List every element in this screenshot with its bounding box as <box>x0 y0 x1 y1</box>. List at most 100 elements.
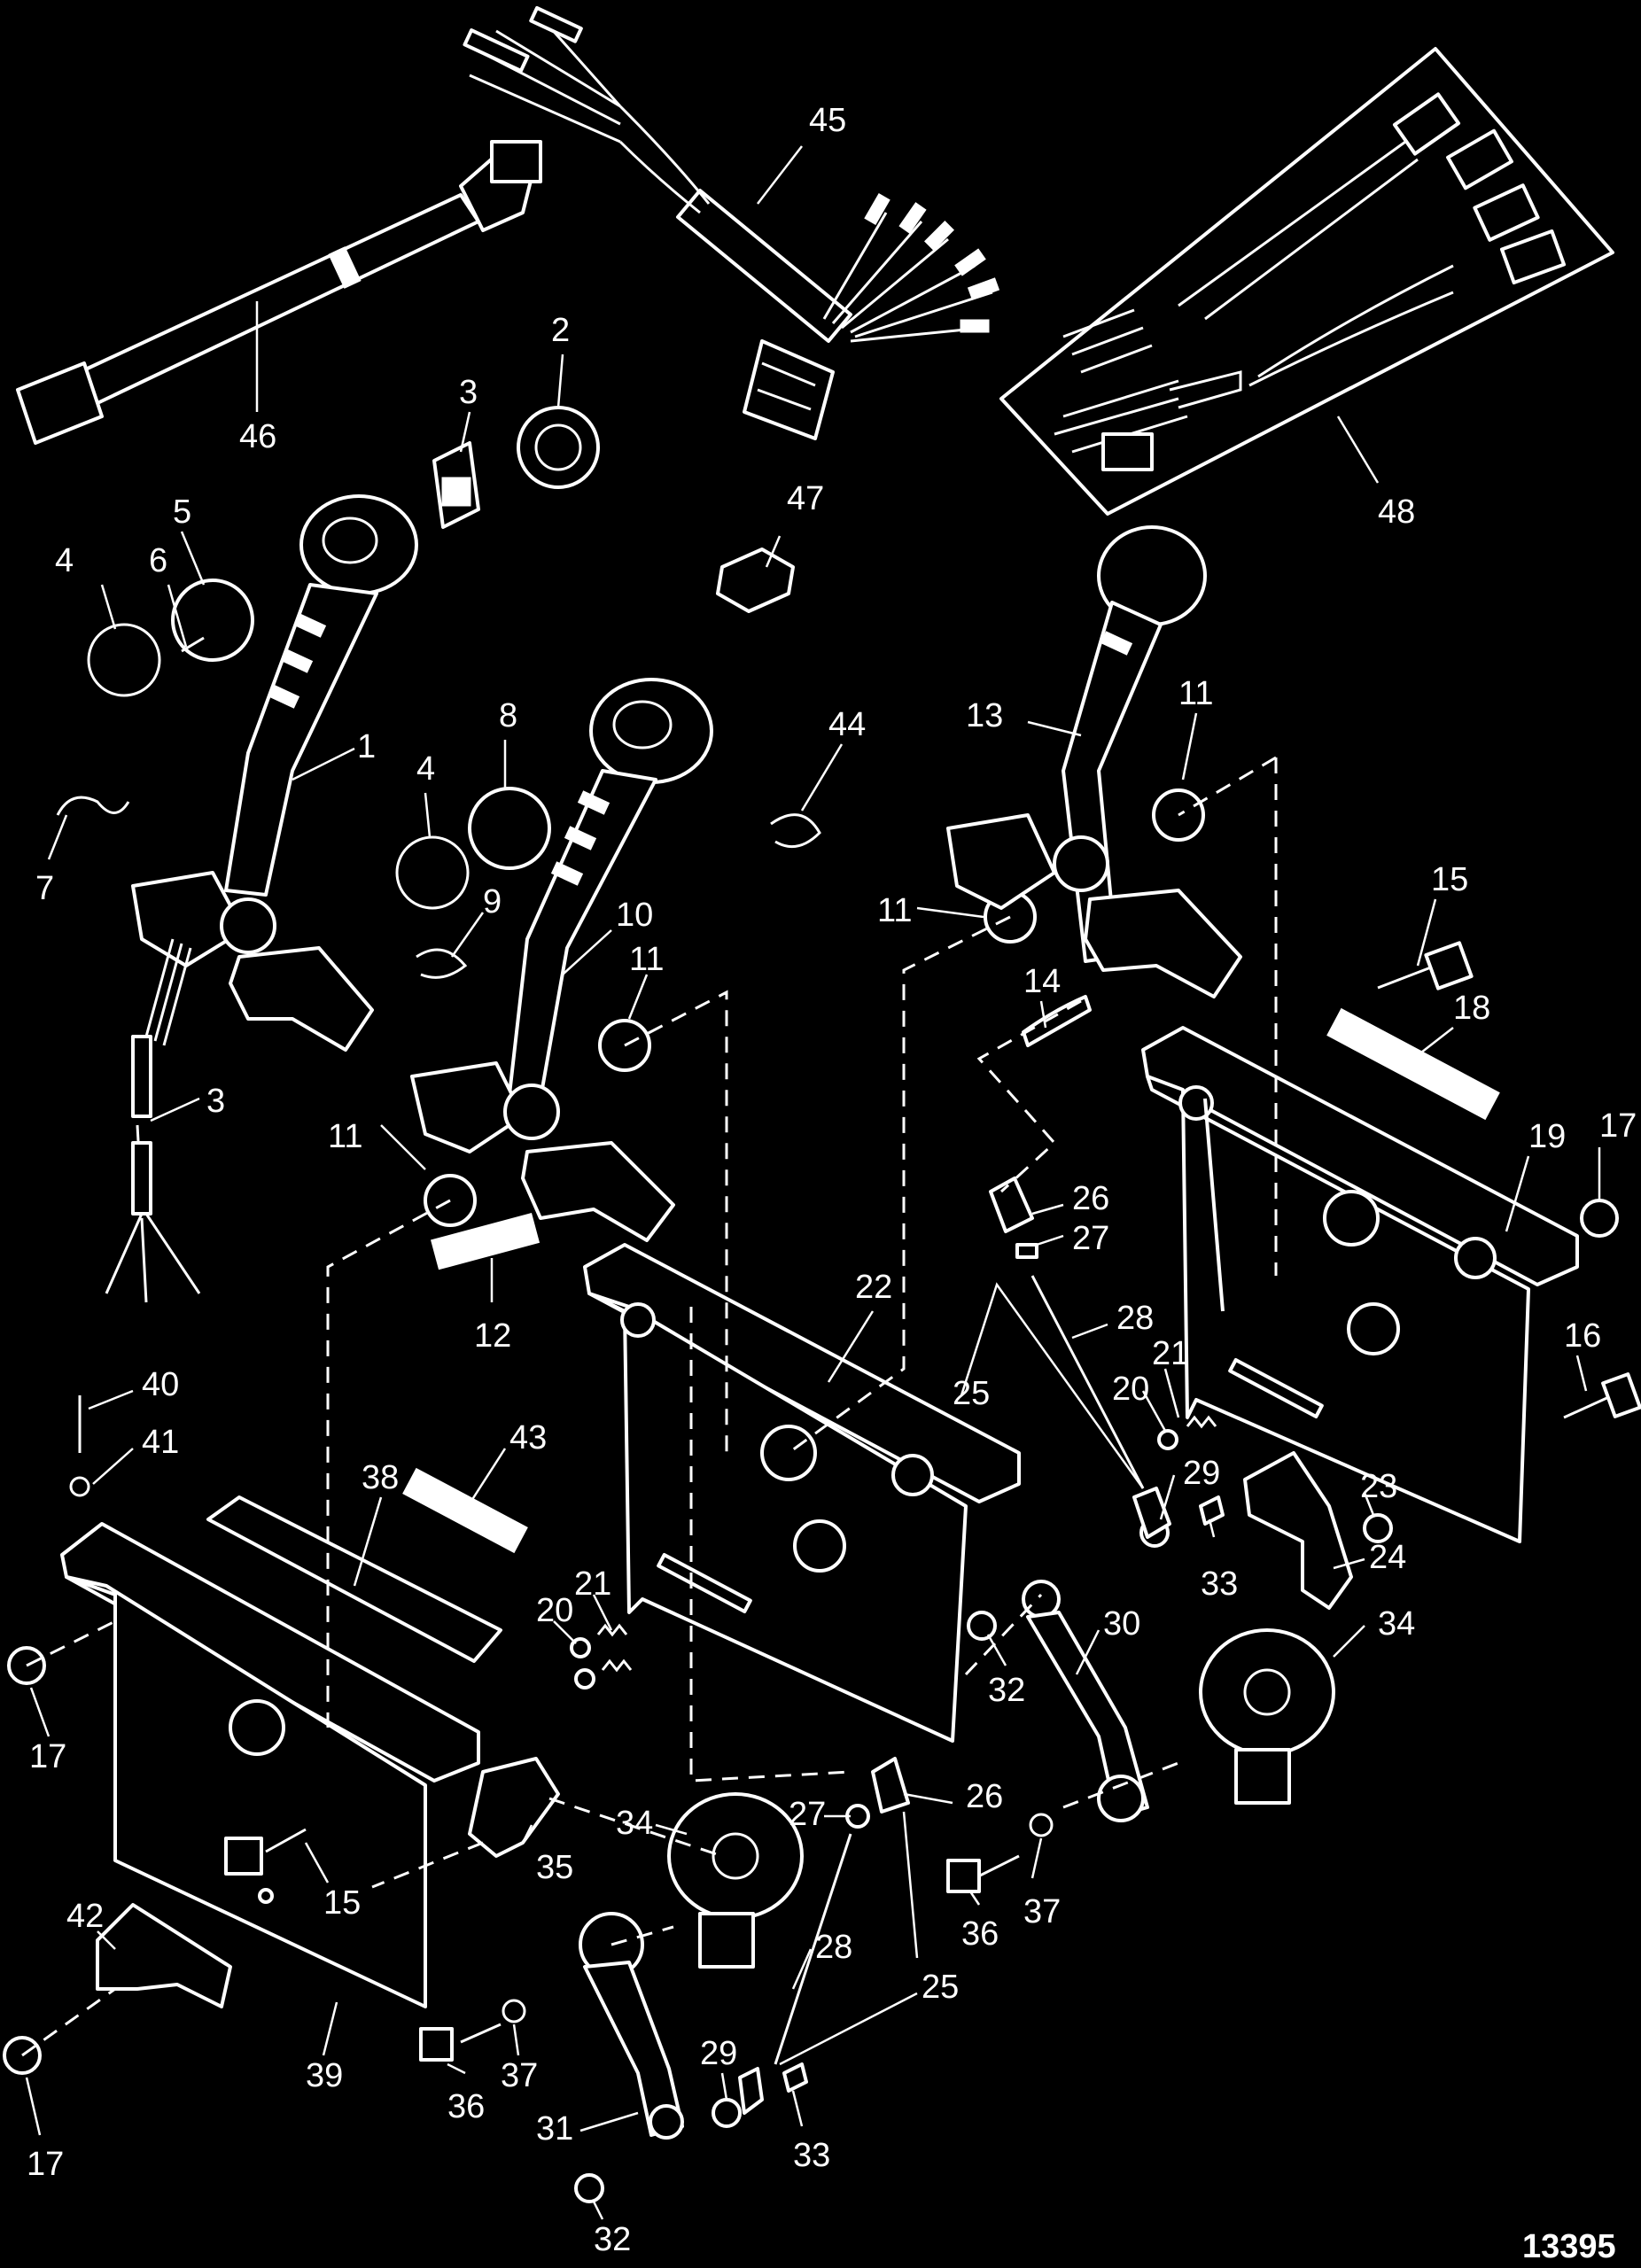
callout-3: 3 <box>206 1083 225 1120</box>
part-2-cap <box>517 406 600 489</box>
part-15-bolt-right <box>1377 941 1474 990</box>
callout-27: 27 <box>789 1796 826 1833</box>
callout-11: 11 <box>328 1118 362 1155</box>
callout-46: 46 <box>239 418 276 455</box>
part-4-ring-left <box>87 623 161 697</box>
callout-26: 26 <box>966 1778 1003 1815</box>
part-20-ball-right <box>1157 1429 1178 1450</box>
callout-29: 29 <box>1183 1455 1220 1492</box>
callout-4: 4 <box>416 750 435 788</box>
part-13-handle-right <box>946 525 1242 998</box>
callout-29: 29 <box>700 2035 737 2072</box>
part-20-ball-center-b <box>574 1668 595 1689</box>
part-28-rod-left <box>774 1833 852 2065</box>
part-21-spring-right <box>1186 1415 1217 1429</box>
callout-37: 37 <box>501 2057 538 2094</box>
part-42-bracket-bottom-left <box>96 1903 232 2008</box>
callout-17: 17 <box>1599 1107 1637 1145</box>
part-26-link-end-right <box>989 1177 1034 1233</box>
callout-26: 26 <box>1072 1180 1109 1217</box>
part-30-arm-right <box>1022 1580 1149 1822</box>
callout-17: 17 <box>29 1738 66 1775</box>
callout-31: 31 <box>536 2110 573 2148</box>
callout-48: 48 <box>1378 493 1415 531</box>
callout-14: 14 <box>1023 963 1061 1000</box>
part-45-wiring-harness <box>463 5 1000 440</box>
part-18-decal <box>1326 1007 1500 1121</box>
callout-20: 20 <box>536 1592 573 1629</box>
callout-25: 25 <box>953 1375 990 1412</box>
callout-22: 22 <box>855 1269 892 1306</box>
part-32-nut-right <box>967 1611 997 1641</box>
part-7-clip <box>56 796 130 816</box>
callout-17: 17 <box>27 2146 64 2183</box>
callout-12: 12 <box>474 1317 511 1355</box>
part-15-bolt-left <box>224 1828 307 1876</box>
callout-10: 10 <box>616 897 653 934</box>
part-3-wire <box>105 938 201 1303</box>
part-14-pad <box>1022 995 1092 1047</box>
part-3-switch <box>432 441 480 529</box>
part-38-rail <box>206 1495 502 1663</box>
callout-45: 45 <box>809 102 846 139</box>
callout-30: 30 <box>1103 1605 1140 1643</box>
part-17-nut-right <box>1580 1199 1619 1238</box>
part-32-nut-left <box>574 2173 604 2203</box>
leader-lines <box>25 145 1601 2220</box>
part-39-base-left <box>60 1522 480 2008</box>
callout-36: 36 <box>961 1915 999 1953</box>
callout-40: 40 <box>142 1366 179 1403</box>
callout-21: 21 <box>1152 1335 1189 1372</box>
part-24-bracket-right <box>1243 1451 1353 1610</box>
part-22-housing-center <box>583 1243 1021 1743</box>
part-26-link-end-left <box>871 1757 910 1814</box>
part-47-clip <box>716 548 795 613</box>
part-28-rod-right <box>1030 1275 1145 1489</box>
part-48-harness-kit <box>999 47 1614 516</box>
callout-7: 7 <box>35 870 54 907</box>
callout-11: 11 <box>629 941 664 978</box>
callout-44: 44 <box>828 706 866 743</box>
figure-number: 13395 <box>1522 2228 1616 2265</box>
callout-3: 3 <box>459 374 478 411</box>
part-21-spring-center <box>596 1623 628 1637</box>
callout-15: 15 <box>1431 861 1468 898</box>
callout-34: 34 <box>616 1805 653 1842</box>
callout-11: 11 <box>877 892 912 929</box>
callout-33: 33 <box>1201 1565 1238 1603</box>
part-36-bolt-left <box>419 2023 502 2062</box>
callout-4: 4 <box>55 542 74 579</box>
part-41-washer <box>69 1476 90 1497</box>
part-9-clip <box>416 948 468 979</box>
callout-37: 37 <box>1023 1893 1061 1930</box>
callout-36: 36 <box>447 2088 485 2125</box>
callout-27: 27 <box>1072 1220 1109 1257</box>
callout-6: 6 <box>149 542 167 579</box>
callout-39: 39 <box>306 2057 343 2094</box>
callout-41: 41 <box>142 1424 179 1461</box>
part-37-washer-left <box>502 1999 526 2023</box>
callout-8: 8 <box>499 697 517 734</box>
callout-11: 11 <box>1178 675 1213 712</box>
callout-2: 2 <box>551 312 570 349</box>
callout-28: 28 <box>815 1929 852 1966</box>
part-46-cable <box>16 140 542 445</box>
part-2-cap-inner <box>534 423 582 471</box>
part-34-sensor-left <box>667 1792 804 1969</box>
callout-23: 23 <box>1360 1468 1397 1505</box>
callout-43: 43 <box>509 1419 547 1456</box>
part-35-bracket-left <box>468 1757 560 1858</box>
callout-28: 28 <box>1116 1300 1154 1337</box>
part-5-cover <box>171 579 254 662</box>
part-8-cover <box>468 787 551 870</box>
callout-1: 1 <box>357 728 376 765</box>
callout-18: 18 <box>1453 990 1490 1027</box>
part-19-housing-right <box>1141 1026 1579 1543</box>
callout-32: 32 <box>594 2221 631 2258</box>
part-1-throttle-handle <box>131 494 418 1052</box>
callout-33: 33 <box>793 2137 830 2174</box>
callout-24: 24 <box>1369 1539 1406 1576</box>
part-10-shift-handle <box>410 678 713 1242</box>
part-29-link-left <box>712 2067 764 2128</box>
